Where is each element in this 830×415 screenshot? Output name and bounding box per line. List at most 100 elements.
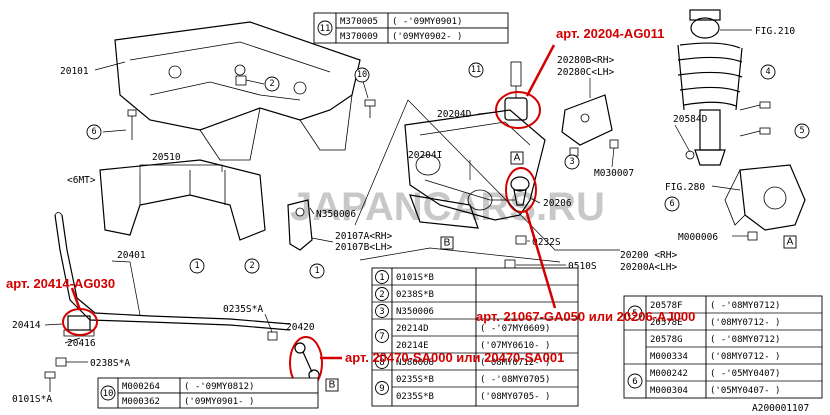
label-20206: 20206 [543, 198, 572, 209]
callout-1-a: 1 [189, 258, 205, 274]
label-20107a: 20107A<RH> [335, 231, 392, 242]
nut-m000006-part [747, 231, 758, 241]
nut-0235s-part [267, 331, 278, 341]
label-N350006: N350006 [316, 209, 356, 220]
label-0238s: 0238S*A [90, 358, 130, 369]
svg-text:10: 10 [357, 70, 367, 80]
svg-text:A: A [514, 153, 521, 164]
label-20280b: 20280B<RH> [557, 55, 614, 66]
svg-text:0101S*B: 0101S*B [396, 273, 434, 283]
nut-0232s-part [515, 235, 527, 245]
svg-text:M000334: M000334 [650, 352, 688, 362]
nut-0238s-part [55, 357, 67, 367]
svg-text:M370005: M370005 [340, 17, 378, 27]
svg-text:B: B [444, 238, 451, 249]
svg-text:( -'09MY0901): ( -'09MY0901) [392, 17, 462, 27]
nut-0510s-part [504, 259, 516, 269]
svg-text:M370009: M370009 [340, 32, 378, 42]
strut-assembly-part [677, 9, 743, 166]
red-line-top-mount [525, 44, 556, 97]
svg-text:( -'09MY0812): ( -'09MY0812) [184, 382, 254, 392]
svg-text:N380008: N380008 [396, 358, 434, 368]
stab-bushing-part [63, 315, 95, 337]
svg-text:6: 6 [669, 199, 674, 209]
callout-6-right: 6 [664, 196, 680, 212]
ref-box-a-right: A [783, 235, 797, 249]
svg-text:20578G: 20578G [650, 335, 683, 345]
label-6mt: <6MT> [67, 175, 96, 186]
label-0510s: 0510S [568, 261, 597, 272]
red-label-ball-joint: арт. 21067-GA050 или 20206-AJ000 [476, 309, 695, 324]
svg-text:A: A [787, 237, 794, 248]
callout-11-upper: 11 [468, 62, 484, 78]
svg-text:N350006: N350006 [396, 307, 434, 317]
svg-text:('08MY0712- ): ('08MY0712- ) [480, 358, 550, 368]
svg-text:M000264: M000264 [122, 382, 160, 392]
svg-text:( -'08MY0712): ( -'08MY0712) [710, 335, 780, 345]
label-20107b: 20107B<LH> [335, 242, 392, 253]
svg-text:9: 9 [379, 384, 384, 394]
label-FIG280: FIG.280 [665, 182, 705, 193]
arm-bushing-top-part [504, 61, 528, 121]
callout-4-right: 4 [760, 64, 776, 80]
table-right: 5 6 20578F ( -'08MY0712) 20578E ('08MY07… [623, 295, 823, 399]
ref-box-a-upper: A [510, 151, 524, 165]
svg-text:( -'05MY0407): ( -'05MY0407) [710, 369, 780, 379]
svg-text:4: 4 [765, 67, 770, 77]
svg-text:11: 11 [471, 65, 481, 75]
ref-box-b-center: B [440, 236, 454, 250]
svg-text:( -'07MY0609): ( -'07MY0609) [480, 324, 550, 334]
svg-text:('09MY0902- ): ('09MY0902- ) [392, 32, 462, 42]
label-M030007: M030007 [594, 168, 634, 179]
knuckle-part [724, 164, 806, 231]
red-line-stab-bushing [70, 287, 82, 311]
bracket-20510-part [99, 159, 266, 241]
svg-text:1: 1 [314, 266, 319, 276]
label-0101s: 0101S*A [12, 394, 52, 405]
svg-text:2: 2 [379, 290, 384, 300]
svg-text:('07MY0610- ): ('07MY0610- ) [480, 341, 550, 351]
svg-text:5: 5 [799, 126, 804, 136]
svg-text:2: 2 [269, 79, 274, 89]
svg-text:11: 11 [320, 24, 331, 34]
svg-text:M000362: M000362 [122, 397, 160, 407]
link-20107-part [287, 199, 313, 251]
svg-text:('08MY0712- ): ('08MY0712- ) [710, 318, 780, 328]
red-label-link: арт. 20470-SA000 или 20470-SA001 [345, 350, 564, 365]
svg-text:M000242: M000242 [650, 369, 688, 379]
svg-text:6: 6 [632, 377, 637, 387]
svg-text:0235S*B: 0235S*B [396, 392, 434, 402]
svg-text:6: 6 [91, 127, 96, 137]
bracket-20280-part [561, 94, 613, 146]
footer-code: A200001107 [752, 403, 809, 414]
strut-bolts-part [739, 101, 771, 137]
callout-1-b: 1 [309, 263, 325, 279]
table-bottom-left: 10 M000264 ( -'09MY0812) M000362 ('09MY0… [97, 377, 319, 409]
svg-text:1: 1 [194, 261, 199, 271]
highlight-top-bushing [495, 91, 541, 129]
svg-text:1: 1 [379, 273, 384, 283]
nut-part [235, 75, 247, 86]
bolt-0101s-part [44, 371, 56, 392]
svg-text:('05MY0407- ): ('05MY0407- ) [710, 386, 780, 396]
label-FIG210: FIG.210 [755, 26, 795, 37]
callout-6-left: 6 [86, 124, 102, 140]
red-label-top-mount: арт. 20204-AG011 [556, 26, 664, 41]
svg-text:2: 2 [249, 261, 254, 271]
svg-text:3: 3 [379, 307, 384, 317]
label-20510: 20510 [152, 152, 181, 163]
label-M000006: M000006 [678, 232, 718, 243]
svg-text:3: 3 [569, 157, 574, 167]
svg-text:( -'08MY0712): ( -'08MY0712) [710, 301, 780, 311]
svg-text:0238S*B: 0238S*B [396, 290, 434, 300]
svg-text:('09MY0901- ): ('09MY0901- ) [184, 397, 254, 407]
svg-text:0235S*B: 0235S*B [396, 375, 434, 385]
callout-3-center: 3 [564, 154, 580, 170]
svg-text:('08MY0712- ): ('08MY0712- ) [710, 352, 780, 362]
label-20401: 20401 [117, 250, 146, 261]
label-0235s: 0235S*A [223, 304, 263, 315]
bolt-m030007-part [609, 139, 619, 149]
crossmember-part [114, 21, 361, 161]
